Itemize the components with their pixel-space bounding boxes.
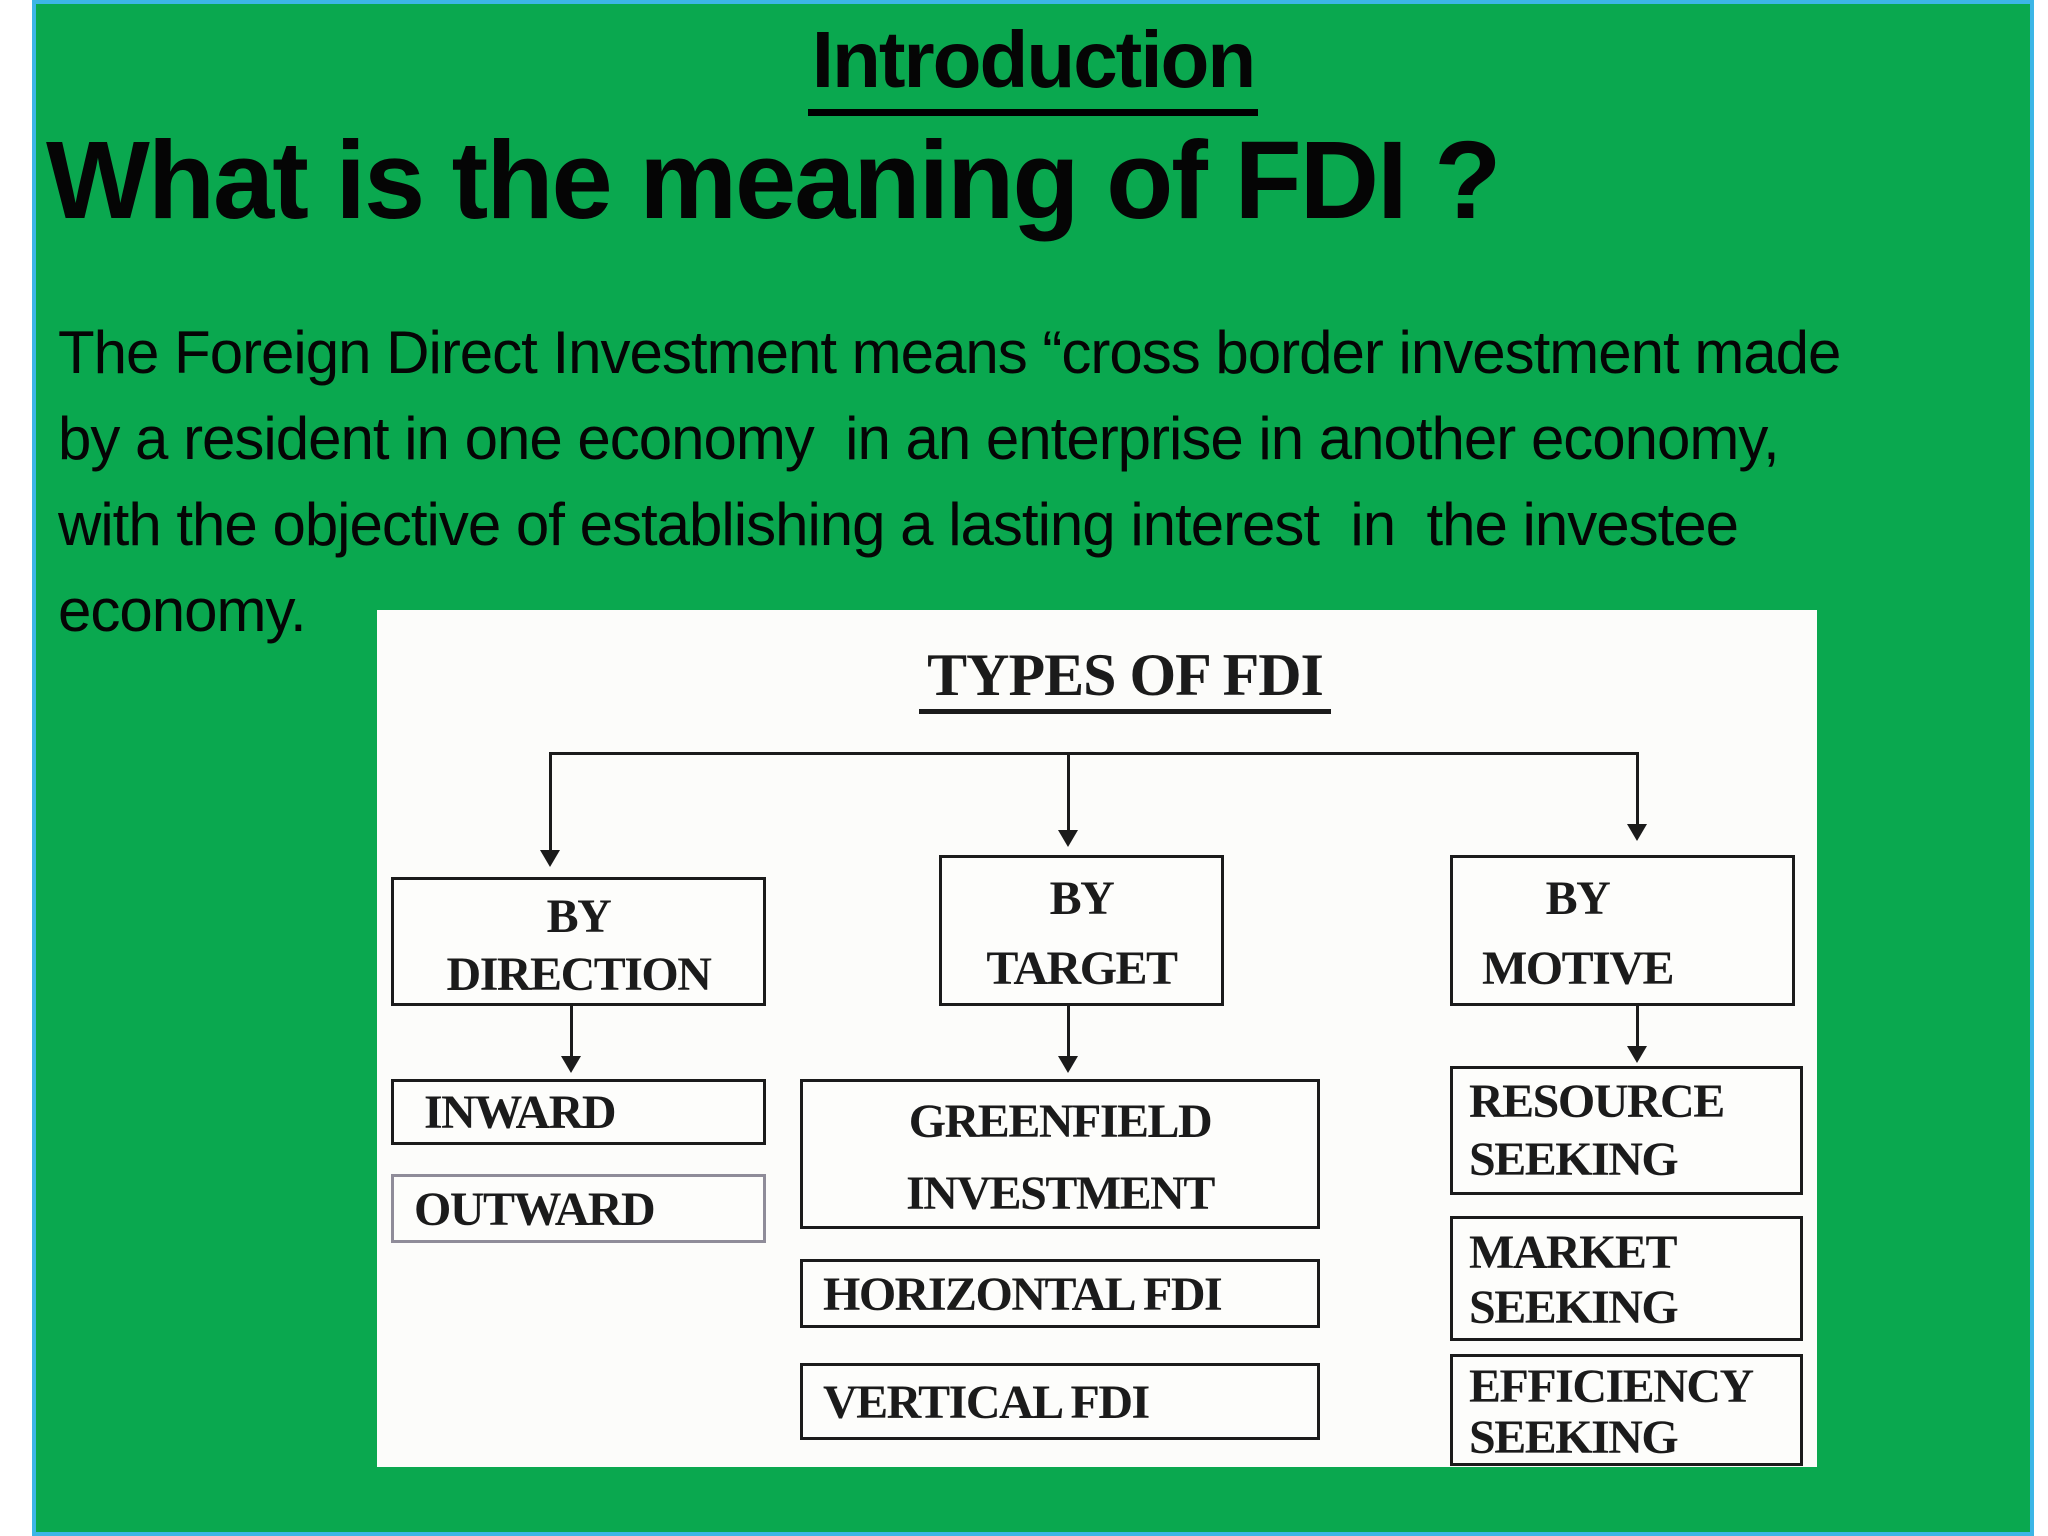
box-label: SEEKING	[1469, 1133, 1679, 1186]
box-label: OUTWARD	[414, 1183, 656, 1236]
box-label: TARGET	[986, 942, 1178, 995]
diagram-title: TYPES OF FDI	[919, 644, 1331, 714]
box-label: INVESTMENT	[906, 1167, 1215, 1220]
box-label: INWARD	[424, 1086, 617, 1139]
connector-right-vertical	[1636, 752, 1639, 828]
box-by-target: BY TARGET	[939, 855, 1224, 1006]
arrow-down-icon	[561, 1056, 581, 1073]
box-label: GREENFIELD	[908, 1095, 1213, 1148]
arrow-down-icon	[540, 850, 560, 867]
box-label: BY	[1545, 872, 1611, 925]
box-efficiency-seeking: EFFICIENCY SEEKING	[1450, 1354, 1803, 1466]
kicker-row: Introduction	[36, 14, 2030, 116]
box-label: EFFICIENCY	[1469, 1360, 1754, 1413]
arrow-down-icon	[1627, 1046, 1647, 1063]
box-label: HORIZONTAL FDI	[823, 1268, 1223, 1321]
body-line: The Foreign Direct Investment means “cro…	[58, 319, 1841, 386]
connector-direction-inward	[570, 1006, 573, 1058]
diagram-title-row: TYPES OF FDI	[433, 644, 1817, 714]
box-market-seeking: MARKET SEEKING	[1450, 1216, 1803, 1341]
arrow-down-icon	[1627, 824, 1647, 841]
body-line: by a resident in one economy in an enter…	[58, 405, 1780, 472]
types-of-fdi-diagram: TYPES OF FDI BY DIRECTION BY TAR	[377, 610, 1817, 1467]
box-by-direction: BY DIRECTION	[391, 877, 766, 1006]
box-label: DIRECTION	[446, 948, 712, 1001]
box-label: MOTIVE	[1481, 942, 1675, 995]
connector-top-horizontal	[550, 752, 1639, 755]
box-label: RESOURCE	[1469, 1075, 1725, 1128]
box-by-motive: BY MOTIVE	[1450, 855, 1795, 1006]
connector-left-vertical	[549, 752, 552, 852]
box-horizontal-fdi: HORIZONTAL FDI	[800, 1259, 1320, 1328]
box-label: SEEKING	[1469, 1411, 1679, 1464]
connector-motive-resource	[1636, 1006, 1639, 1048]
box-label: BY	[546, 890, 612, 943]
body-line: with the objective of establishing a las…	[58, 491, 1739, 558]
connector-target-greenfield	[1067, 1006, 1070, 1058]
box-label: VERTICAL FDI	[823, 1376, 1150, 1429]
connector-mid-vertical	[1067, 752, 1070, 832]
box-vertical-fdi: VERTICAL FDI	[800, 1363, 1320, 1440]
box-resource-seeking: RESOURCE SEEKING	[1450, 1066, 1803, 1195]
box-outward: OUTWARD	[391, 1174, 766, 1243]
box-label: MARKET	[1469, 1226, 1678, 1279]
slide-kicker-title: Introduction	[807, 14, 1259, 116]
box-greenfield-investment: GREENFIELD INVESTMENT	[800, 1079, 1320, 1229]
body-paragraph: The Foreign Direct Investment means “cro…	[58, 310, 2038, 654]
box-inward: INWARD	[391, 1079, 766, 1145]
box-label: BY	[1049, 872, 1115, 925]
slide-heading: What is the meaning of FDI ?	[46, 119, 1501, 242]
arrow-down-icon	[1058, 1056, 1078, 1073]
slide-background: Introduction What is the meaning of FDI …	[32, 0, 2034, 1536]
arrow-down-icon	[1058, 830, 1078, 847]
box-label: SEEKING	[1469, 1281, 1679, 1334]
body-line: economy.	[58, 577, 307, 644]
